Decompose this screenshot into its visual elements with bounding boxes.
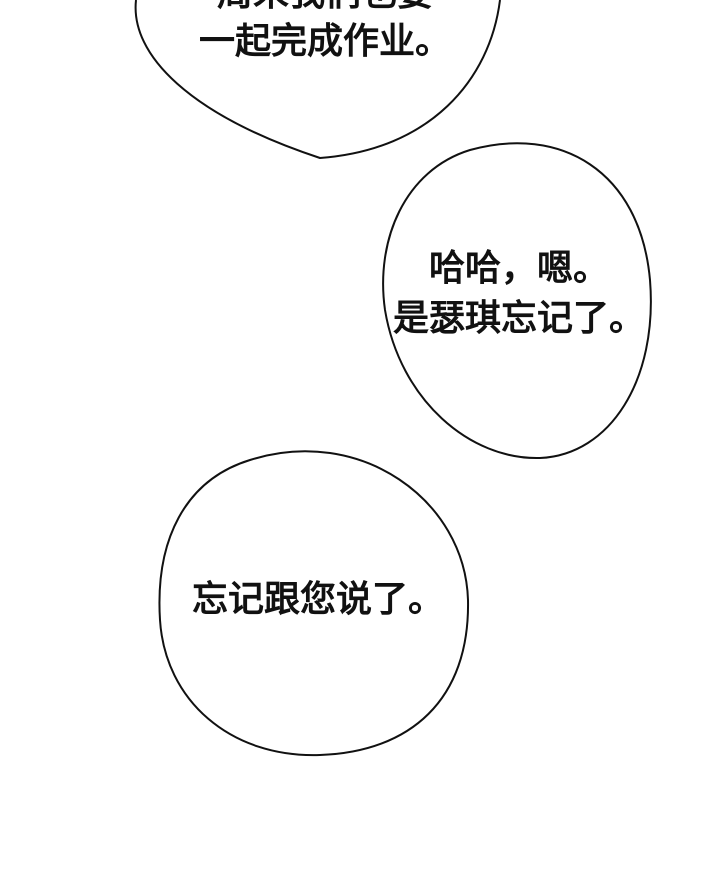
- speech-bubble-2: [382, 142, 652, 460]
- bubble-1-line-1: 周末我们也要: [160, 0, 490, 18]
- bubble-3-line-1: 忘记跟您说了。: [191, 579, 444, 620]
- bubble-1-line-2: 一起完成作业。: [198, 21, 451, 62]
- bubble-1-text: 周末我们也要 一起完成作业。: [160, 0, 490, 66]
- bubble-2-line-1: 哈哈，嗯。: [428, 248, 609, 289]
- bubble-2-line-2: 是瑟琪忘记了。: [392, 298, 645, 339]
- speech-bubble-1: [134, 0, 501, 160]
- bubble-3-text: 忘记跟您说了。: [160, 576, 476, 624]
- speech-bubble-3: [158, 450, 470, 757]
- bubble-2-text: 哈哈，嗯。 是瑟琪忘记了。: [385, 244, 653, 344]
